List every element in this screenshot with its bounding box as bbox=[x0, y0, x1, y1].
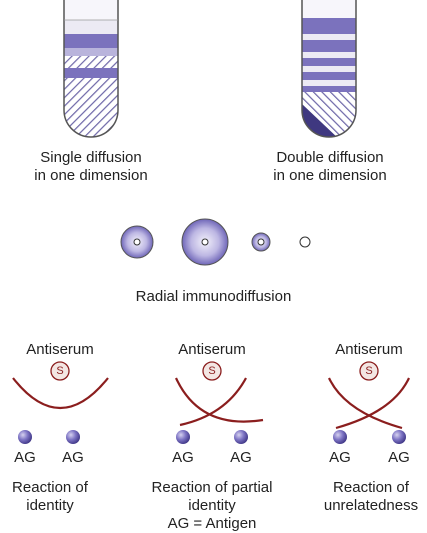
antigen-label: AG bbox=[62, 449, 84, 466]
serum-well-letter: S bbox=[365, 365, 373, 377]
unrelatedness-caption: Reaction of unrelatedness bbox=[323, 479, 419, 514]
double-diffusion-caption: Double diffusion in one dimension bbox=[273, 149, 387, 184]
precipitin-arc-left bbox=[328, 377, 403, 430]
partial-identity-caption: Reaction of partial identity AG = Antige… bbox=[151, 479, 273, 532]
antigen-label: AG bbox=[329, 449, 351, 466]
serum-well-letter: S bbox=[56, 365, 64, 377]
antigen-label: AG bbox=[14, 449, 36, 466]
serum-well-letter: S bbox=[208, 365, 216, 377]
radial-caption: Radial immunodiffusion bbox=[135, 288, 292, 305]
antigen-label: AG bbox=[230, 449, 252, 466]
antigen-well-right bbox=[66, 430, 80, 444]
antigen-well-left bbox=[176, 430, 190, 444]
antiserum-label: Antiserum bbox=[335, 341, 403, 358]
antiserum-label: Antiserum bbox=[26, 341, 94, 358]
precipitin-arc-left bbox=[175, 377, 264, 423]
partial-identity-panel bbox=[175, 361, 264, 444]
precipitin-arc-right bbox=[335, 377, 410, 430]
antigen-well-left bbox=[18, 430, 32, 444]
identity-panel bbox=[12, 361, 109, 444]
antigen-label: AG bbox=[388, 449, 410, 466]
antiserum-label: Antiserum bbox=[178, 341, 246, 358]
single-diffusion-tube bbox=[63, 0, 119, 138]
antigen-well-right bbox=[234, 430, 248, 444]
unrelatedness-panel bbox=[328, 361, 410, 444]
radial-disc-4 bbox=[299, 236, 311, 248]
single-diffusion-caption: Single diffusion in one dimension bbox=[34, 149, 148, 184]
double-diffusion-tube bbox=[301, 0, 357, 138]
identity-caption: Reaction of identity bbox=[12, 479, 88, 514]
antigen-label: AG bbox=[172, 449, 194, 466]
antigen-well-left bbox=[333, 430, 347, 444]
precipitin-arc bbox=[12, 377, 109, 410]
radial-discs bbox=[120, 218, 311, 266]
antigen-well-right bbox=[392, 430, 406, 444]
precipitin-arc-right bbox=[179, 377, 247, 427]
